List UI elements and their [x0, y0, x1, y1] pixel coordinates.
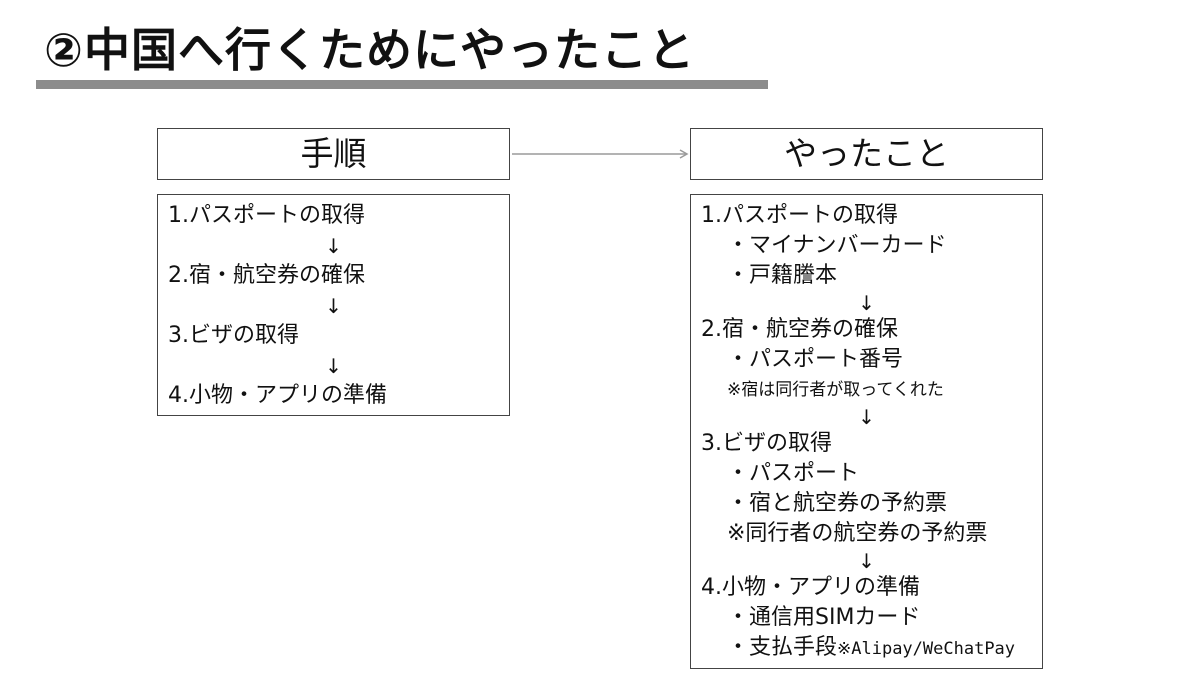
- done-item-payment-note: ※Alipay/WeChatPay: [837, 639, 1016, 659]
- done-header-label: やったこと: [784, 134, 949, 173]
- procedure-arrow-1: ↓: [325, 234, 342, 258]
- done-step-1: 1.パスポートの取得: [701, 203, 898, 228]
- connector-arrow: [512, 149, 689, 159]
- procedure-step-3: 3.ビザの取得: [168, 323, 299, 348]
- done-item-reservation-slips: ・宿と航空券の予約票: [727, 491, 948, 516]
- done-step-2: 2.宿・航空券の確保: [701, 317, 898, 342]
- page-title: ②中国へ行くためにやったこと: [44, 23, 695, 77]
- done-note-lodging: ※宿は同行者が取ってくれた: [727, 380, 944, 400]
- done-header-box: やったこと: [690, 128, 1043, 180]
- procedure-arrow-3: ↓: [325, 354, 342, 378]
- done-arrow-1: ↓: [858, 291, 875, 315]
- procedure-header-box: 手順: [157, 128, 510, 180]
- procedure-list-box: 1.パスポートの取得 ↓ 2.宿・航空券の確保 ↓ 3.ビザの取得 ↓ 4.小物…: [157, 194, 510, 416]
- procedure-arrow-2: ↓: [325, 294, 342, 318]
- done-item-sim-card: ・通信用SIMカード: [727, 605, 921, 630]
- done-item-family-register: ・戸籍謄本: [727, 263, 838, 288]
- done-note-companion-ticket: ※同行者の航空券の予約票: [727, 521, 988, 546]
- done-item-passport: ・パスポート: [727, 461, 860, 486]
- done-item-payment-label: ・支払手段: [727, 635, 838, 660]
- done-item-mynumber-card: ・マイナンバーカード: [727, 233, 947, 258]
- done-arrow-2: ↓: [858, 405, 875, 429]
- done-list-box: 1.パスポートの取得 ・マイナンバーカード ・戸籍謄本 ↓ 2.宿・航空券の確保…: [690, 194, 1043, 669]
- procedure-step-1: 1.パスポートの取得: [168, 203, 365, 228]
- procedure-step-2: 2.宿・航空券の確保: [168, 263, 365, 288]
- title-underline: [36, 80, 768, 89]
- done-item-passport-number: ・パスポート番号: [727, 347, 904, 372]
- done-step-4: 4.小物・アプリの準備: [701, 575, 920, 600]
- done-item-payment: ・支払手段※Alipay/WeChatPay: [701, 633, 1032, 663]
- procedure-header-label: 手順: [300, 134, 367, 173]
- done-arrow-3: ↓: [858, 549, 875, 573]
- procedure-step-4: 4.小物・アプリの準備: [168, 383, 387, 408]
- done-step-3: 3.ビザの取得: [701, 431, 832, 456]
